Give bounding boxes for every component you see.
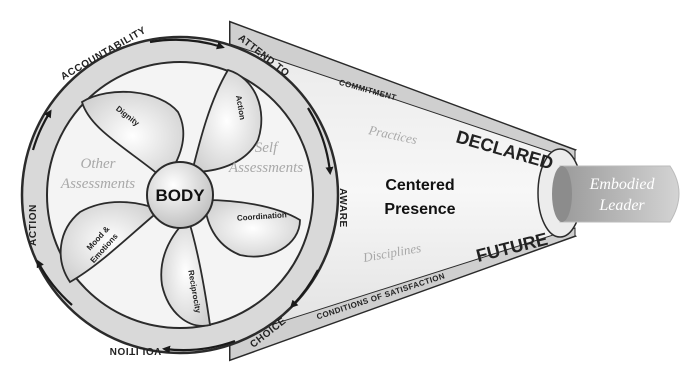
presence-label: Presence [384, 201, 455, 218]
petal-coordination [204, 199, 301, 258]
self-label: Self [255, 140, 279, 156]
wheel: ACCOUNTABILITY ATTEND TO AWARE CHOICE VO… [20, 25, 348, 356]
petal-dignity [80, 91, 185, 182]
leader-cap [552, 166, 572, 222]
arrow-lower-right [289, 269, 319, 309]
body-label: BODY [155, 186, 205, 205]
petal-action-label: Action [234, 95, 247, 121]
embodied-label: Embodied [589, 176, 656, 193]
arrow-bottom [162, 339, 236, 354]
cone-bottom-band [229, 227, 576, 361]
petal-action [190, 68, 263, 173]
action-label: ACTION [28, 204, 39, 246]
petal-mood-emotions [59, 201, 162, 284]
embodied-leader-shape: Embodied Leader [552, 165, 680, 223]
arrow-top [149, 38, 225, 50]
self-assessments-label: Assessments [228, 160, 303, 176]
arrow-right [307, 107, 334, 175]
other-assessments-label: Assessments [60, 176, 135, 192]
body-sphere [146, 161, 214, 229]
petals [59, 68, 301, 327]
aware-label: AWARE [337, 188, 348, 228]
leader-label: Leader [598, 197, 645, 214]
arrow-left-upper [31, 109, 52, 151]
other-label: Other [81, 156, 116, 172]
coordination-label: Coordination [237, 210, 287, 222]
volition-label: VOLITION [109, 345, 161, 356]
centered-label: Centered [385, 177, 454, 194]
ring-arrows [31, 38, 334, 354]
petal-reciprocity [160, 216, 212, 327]
arrow-left-lower [36, 259, 73, 306]
leader-tube [559, 165, 680, 223]
